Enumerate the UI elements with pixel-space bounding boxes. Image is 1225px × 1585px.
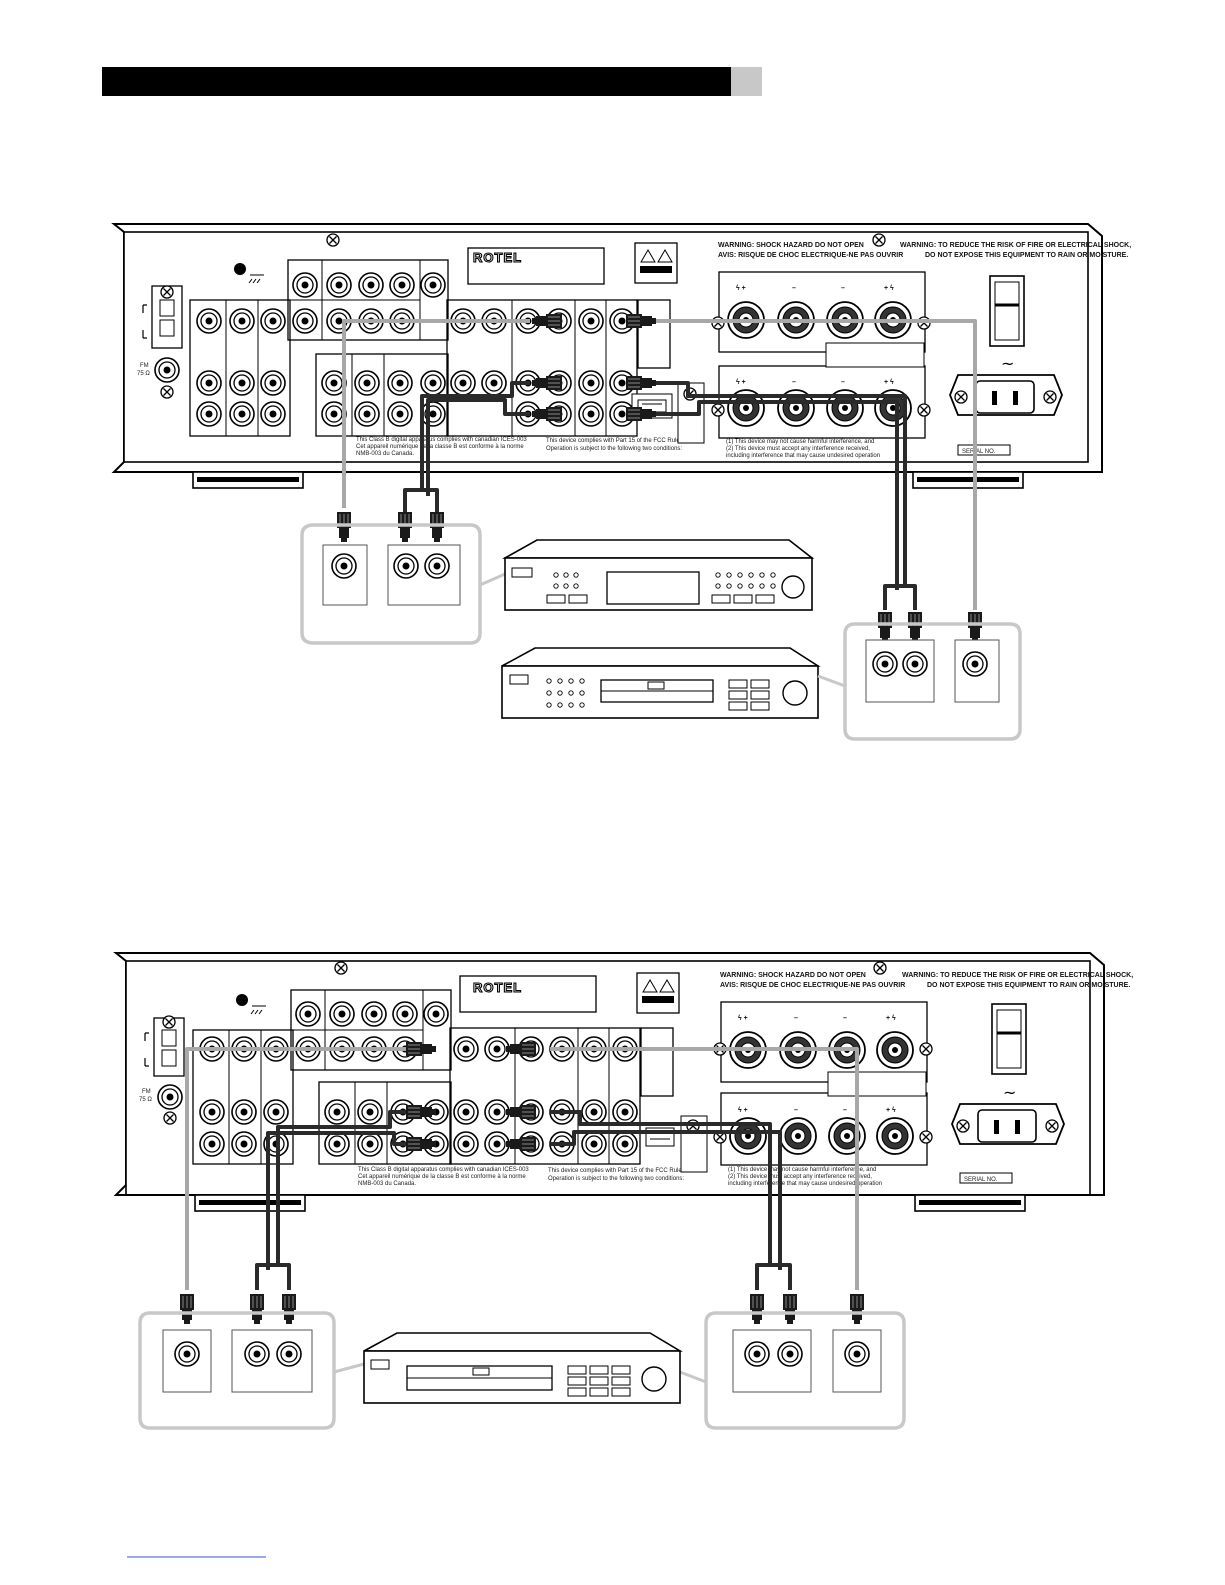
svg-text:+ ϟ: + ϟ (884, 379, 894, 386)
svg-text:ϟ +: ϟ + (736, 379, 746, 386)
class-b-line3-bottom: NMB-003 du Canada. (358, 1181, 416, 1187)
class-b-line2-bottom: Cet appareil numérique de la classe B es… (358, 1174, 526, 1180)
rotel-logo: ROTEL (473, 250, 522, 265)
cd-player-device-bottom (363, 1332, 683, 1404)
page-header-tab (731, 67, 762, 96)
fm-label-bottom: FM (142, 1089, 151, 1095)
svg-text:–: – (794, 1015, 798, 1022)
svg-text:ϟ +: ϟ + (738, 1107, 748, 1114)
avis-warning: AVIS: RISQUE DE CHOC ELECTRIQUE-NE PAS O… (718, 252, 903, 259)
receiver-rear-panel-top: FM 75 Ω (111, 223, 1131, 489)
serial-label: SERIAL NO. (962, 449, 996, 455)
class-b-line1: This Class B digital apparatus complies … (356, 437, 527, 443)
footer-link[interactable] (127, 1545, 266, 1557)
svg-text:–: – (841, 379, 845, 386)
condition-line1: (1) This device may not cause harmful in… (726, 439, 874, 445)
ac-symbol-bottom: ~ (1003, 1083, 1016, 1102)
tuner-device (501, 539, 815, 611)
condition-line3: including interference that may cause un… (726, 453, 880, 459)
svg-text:–: – (792, 285, 796, 292)
rotel-logo-bottom: ROTEL (473, 980, 522, 995)
svg-text:–: – (794, 1107, 798, 1114)
fm-ohm-label-bottom: 75 Ω (139, 1097, 152, 1103)
cd-player-device-top (501, 647, 821, 719)
svg-text:+ ϟ: + ϟ (886, 1107, 896, 1114)
cables-bottom (185, 1047, 859, 1290)
ac-symbol: ~ (1001, 354, 1014, 373)
svg-text:+ ϟ: + ϟ (886, 1015, 896, 1022)
svg-text:–: – (843, 1107, 847, 1114)
warning-shock-bottom: WARNING: SHOCK HAZARD DO NOT OPEN (720, 972, 866, 979)
svg-text:ϟ +: ϟ + (738, 1015, 748, 1022)
warning-fire-line1-bottom: WARNING: TO REDUCE THE RISK OF FIRE OR E… (902, 972, 1133, 979)
cd-jack-callout-left (138, 1311, 365, 1430)
svg-text:–: – (841, 285, 845, 292)
condition-line1-bottom: (1) This device may not cause harmful in… (728, 1167, 876, 1173)
svg-text:–: – (792, 379, 796, 386)
class-b-line3: NMB-003 du Canada. (356, 451, 414, 457)
fcc-line2: Operation is subject to the following tw… (546, 446, 682, 452)
fm-label: FM (140, 363, 149, 369)
condition-line3-bottom: including interference that may cause un… (728, 1181, 882, 1187)
cd-jack-callout-right (679, 1311, 906, 1430)
class-b-line2: Cet appareil numérique de la classe B es… (356, 444, 524, 450)
page-header-bar (102, 67, 731, 96)
svg-text:+ ϟ: + ϟ (884, 285, 894, 292)
warning-fire-line2-bottom: DO NOT EXPOSE THIS EQUIPMENT TO RAIN OR … (927, 982, 1130, 989)
fcc-line2-bottom: Operation is subject to the following tw… (548, 1176, 684, 1182)
warning-shock: WARNING: SHOCK HAZARD DO NOT OPEN (718, 242, 864, 249)
condition-line2-bottom: (2) This device must accept any interfer… (728, 1174, 872, 1180)
class-b-line1-bottom: This Class B digital apparatus complies … (358, 1167, 529, 1173)
avis-warning-bottom: AVIS: RISQUE DE CHOC ELECTRIQUE-NE PAS O… (720, 982, 905, 989)
serial-label-bottom: SERIAL NO. (964, 1177, 998, 1183)
condition-line2: (2) This device must accept any interfer… (726, 446, 870, 452)
fcc-line1: This device complies with Part 15 of the… (546, 438, 685, 444)
fm-ohm-label: 75 Ω (137, 371, 150, 377)
svg-text:–: – (843, 1015, 847, 1022)
svg-text:ϟ +: ϟ + (736, 285, 746, 292)
cd-jack-callout-top (817, 622, 1022, 741)
warning-fire-line1: WARNING: TO REDUCE THE RISK OF FIRE OR E… (900, 242, 1131, 249)
fcc-line1-bottom: This device complies with Part 15 of the… (548, 1168, 687, 1174)
tuner-jack-callout (300, 523, 506, 645)
warning-fire-line2: DO NOT EXPOSE THIS EQUIPMENT TO RAIN OR … (925, 252, 1128, 259)
cables-top (342, 319, 977, 610)
